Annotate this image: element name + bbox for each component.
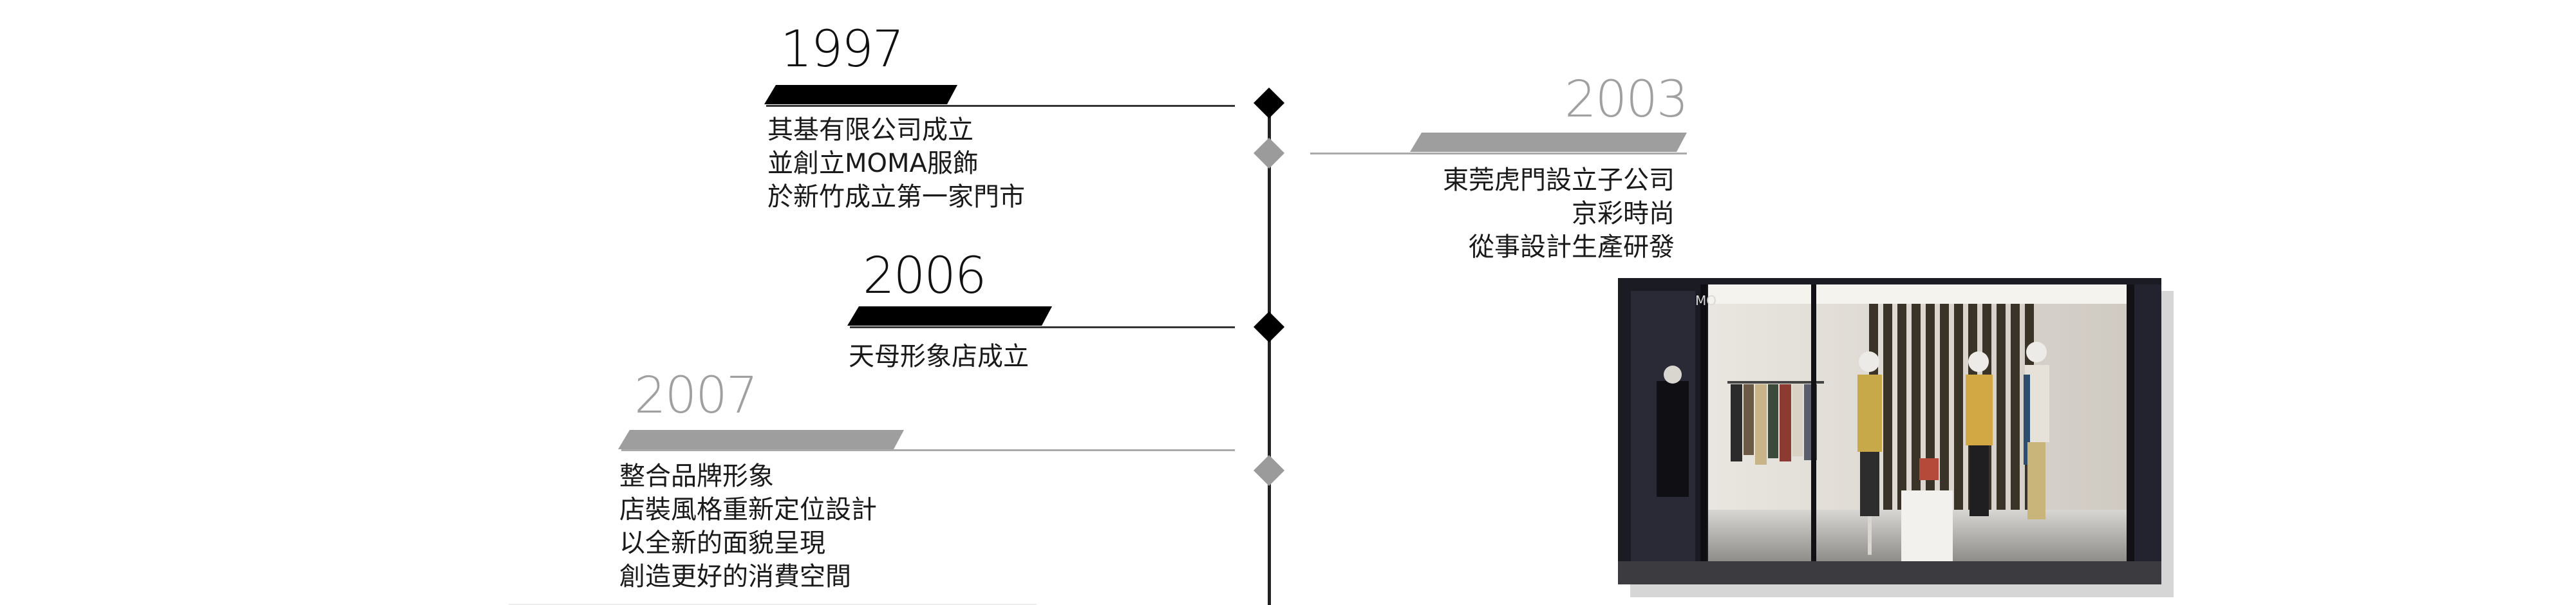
connector-line-2006	[850, 326, 1235, 328]
year-bar-2007	[618, 430, 904, 449]
year-2007: 2007	[634, 367, 758, 425]
event-description-2007: 整合品牌形象 店裝風格重新定位設計 以全新的面貌呈現 創造更好的消費空間	[619, 460, 877, 593]
year-2003: 2003	[1565, 71, 1689, 129]
year-bar-1997	[764, 85, 957, 104]
timeline-axis	[1268, 103, 1271, 605]
event-line: 東莞虎門設立子公司	[1443, 165, 1675, 195]
event-description-1997: 其基有限公司成立 並創立MOMA服飾 於新竹成立第一家門市	[767, 113, 1025, 214]
event-line: 於新竹成立第一家門市	[767, 182, 1025, 212]
event-line: 創造更好的消費空間	[619, 562, 851, 591]
event-line: 天母形象店成立	[849, 342, 1029, 371]
connector-line-1997	[766, 105, 1235, 107]
year-bar-2006	[847, 306, 1052, 326]
event-line: 並創立MOMA服飾	[767, 149, 979, 178]
storefront-illustration: MO	[1618, 278, 2161, 584]
bottom-divider	[509, 604, 1037, 605]
year-bar-2003	[1410, 133, 1687, 152]
event-line: 店裝風格重新定位設計	[619, 495, 877, 525]
event-line: 從事設計生產研發	[1469, 232, 1675, 262]
year-1997: 1997	[780, 21, 905, 79]
timeline-marker-2006	[1253, 311, 1285, 343]
timeline-marker-2003	[1253, 137, 1285, 169]
event-description-2006: 天母形象店成立	[849, 340, 1029, 373]
timeline-marker-1997	[1253, 87, 1285, 119]
timeline-marker-2007	[1253, 454, 1285, 487]
event-line: 京彩時尚	[1572, 199, 1675, 228]
event-line: 其基有限公司成立	[767, 115, 973, 145]
connector-line-2003	[1310, 153, 1687, 154]
event-description-2003: 東莞虎門設立子公司 京彩時尚 從事設計生產研發	[1443, 163, 1675, 264]
connector-line-2007	[621, 449, 1235, 451]
event-line: 以全新的面貌呈現	[619, 528, 825, 558]
year-2006: 2006	[863, 247, 987, 305]
event-line: 整合品牌形象	[619, 461, 774, 491]
store-sign: MO	[1695, 293, 1716, 308]
storefront-photo: MO	[1618, 278, 2161, 584]
